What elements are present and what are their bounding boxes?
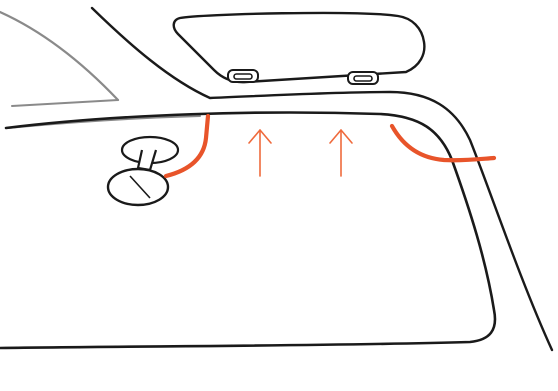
a-pillar <box>0 12 200 128</box>
up-arrow-icon <box>249 130 271 176</box>
sunroof <box>174 13 425 84</box>
up-arrow-icon <box>330 130 352 176</box>
mirror-head <box>108 169 168 205</box>
sunroof-latch-left <box>228 70 258 82</box>
rearview-mirror <box>108 137 178 205</box>
a-pillar-outer-line <box>0 12 118 100</box>
windshield-outline <box>0 113 495 348</box>
sunroof-latch-right <box>348 72 378 84</box>
a-pillar-inner-line <box>12 100 118 106</box>
tuck-arrows <box>249 130 352 176</box>
mirror-stem <box>138 150 156 170</box>
windshield <box>0 113 495 348</box>
sunroof-panel <box>174 13 425 82</box>
